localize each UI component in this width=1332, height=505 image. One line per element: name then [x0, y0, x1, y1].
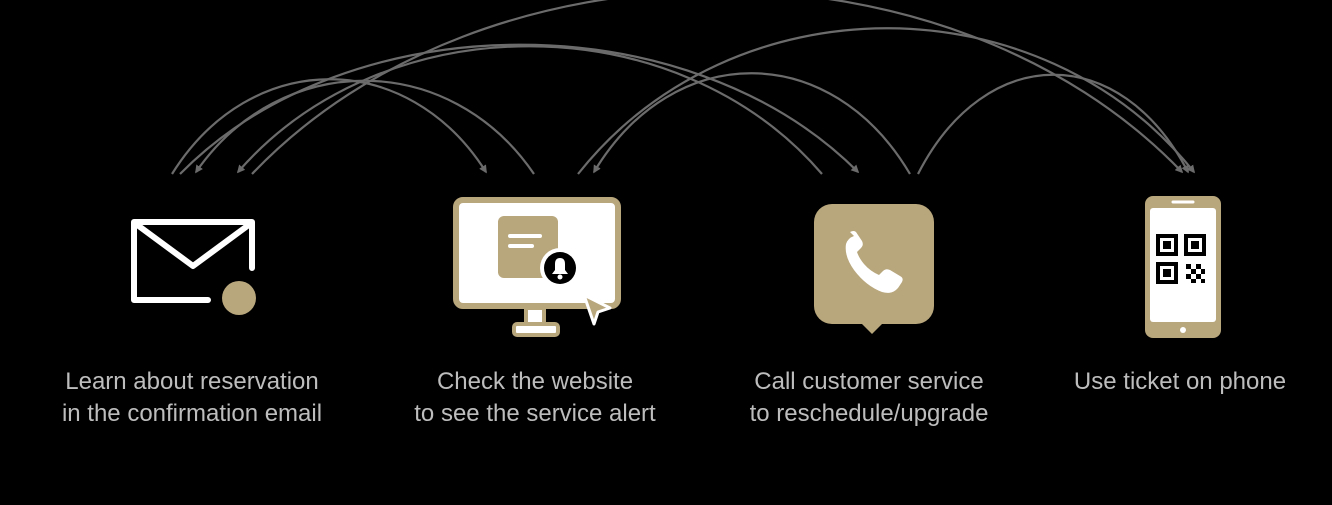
caption-line: Learn about reservation [65, 368, 319, 395]
connector-arrow-call-to-email [236, 45, 823, 175]
step-caption-call: Call customer service to reschedule/upgr… [699, 366, 1039, 430]
phone-chat-bubble-icon [814, 204, 934, 334]
caption-line: in the confirmation email [61, 400, 323, 427]
step-caption-ticket: Use ticket on phone [1010, 366, 1332, 398]
caption-line: to see the service alert [414, 400, 656, 427]
step-caption-email: Learn about reservation in the confirmat… [22, 366, 362, 430]
caption-line: to reschedule/upgrade [749, 400, 989, 427]
connector-arrow-website-to-email [195, 79, 535, 175]
envelope-notification-icon [131, 219, 256, 315]
connector-arrow-email-to-website [171, 78, 487, 175]
connector-arrow-email-to-call [179, 43, 860, 175]
caption-line: Use ticket on phone [1073, 368, 1287, 395]
connector-arrow-email-to-ticket [251, 0, 1184, 175]
monitor-alert-icon [453, 197, 621, 337]
caption-line: Check the website [436, 368, 634, 395]
connector-arrow-website-to-ticket [577, 27, 1196, 175]
connector-arrow-call-to-website [593, 72, 911, 175]
caption-line: Call customer service [754, 368, 984, 395]
smartphone-qr-icon [1145, 196, 1221, 338]
connector-arrow-call-to-ticket [917, 73, 1189, 175]
step-caption-website: Check the website to see the service ale… [365, 366, 705, 430]
